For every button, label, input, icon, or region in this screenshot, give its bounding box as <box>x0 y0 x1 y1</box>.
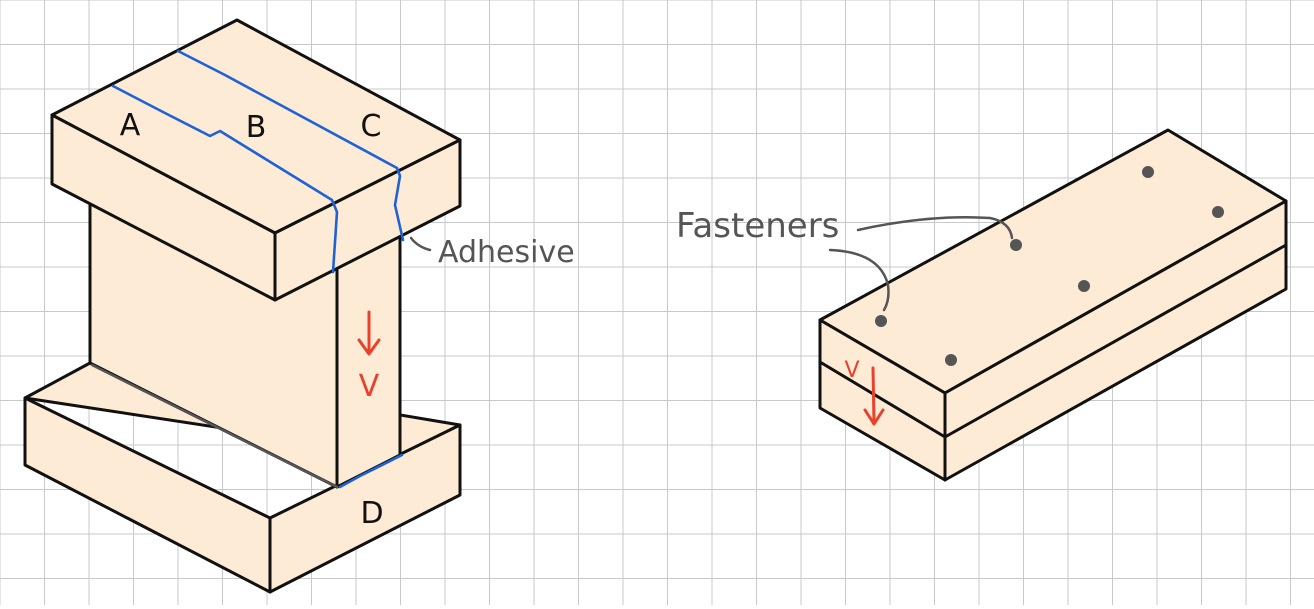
label-c: C <box>361 109 382 144</box>
adhesive-label: Adhesive <box>438 235 575 270</box>
fastener <box>945 354 957 366</box>
shear-arrow-right <box>863 366 885 426</box>
top-flange <box>50 18 462 302</box>
adhesive-line-bd <box>338 453 404 489</box>
fastener <box>1142 166 1154 178</box>
web-flange-joint <box>90 363 339 489</box>
shear-arrow-left <box>357 310 381 356</box>
fasteners-leaders <box>828 215 1014 312</box>
fastener <box>875 315 887 327</box>
label-b: B <box>246 110 267 145</box>
label-d: D <box>360 496 383 531</box>
shear-label-left: V <box>359 369 380 404</box>
fasteners <box>875 166 1224 366</box>
layer-joint <box>818 243 1288 439</box>
fastener <box>1010 239 1022 251</box>
adhesive-line-bc <box>176 49 405 242</box>
adhesive-line-ab <box>111 84 339 274</box>
adhesive-leader <box>409 236 432 252</box>
fastener <box>1078 280 1090 292</box>
glued-i-beam: A B C D V Adhesive <box>23 18 575 594</box>
shear-label-right: V <box>844 358 859 383</box>
adhesive-lines <box>111 49 405 489</box>
label-a: A <box>120 108 141 143</box>
fasteners-label: Fasteners <box>676 206 839 246</box>
fastened-beam: Fasteners V <box>676 128 1288 482</box>
fastener <box>1212 206 1224 218</box>
